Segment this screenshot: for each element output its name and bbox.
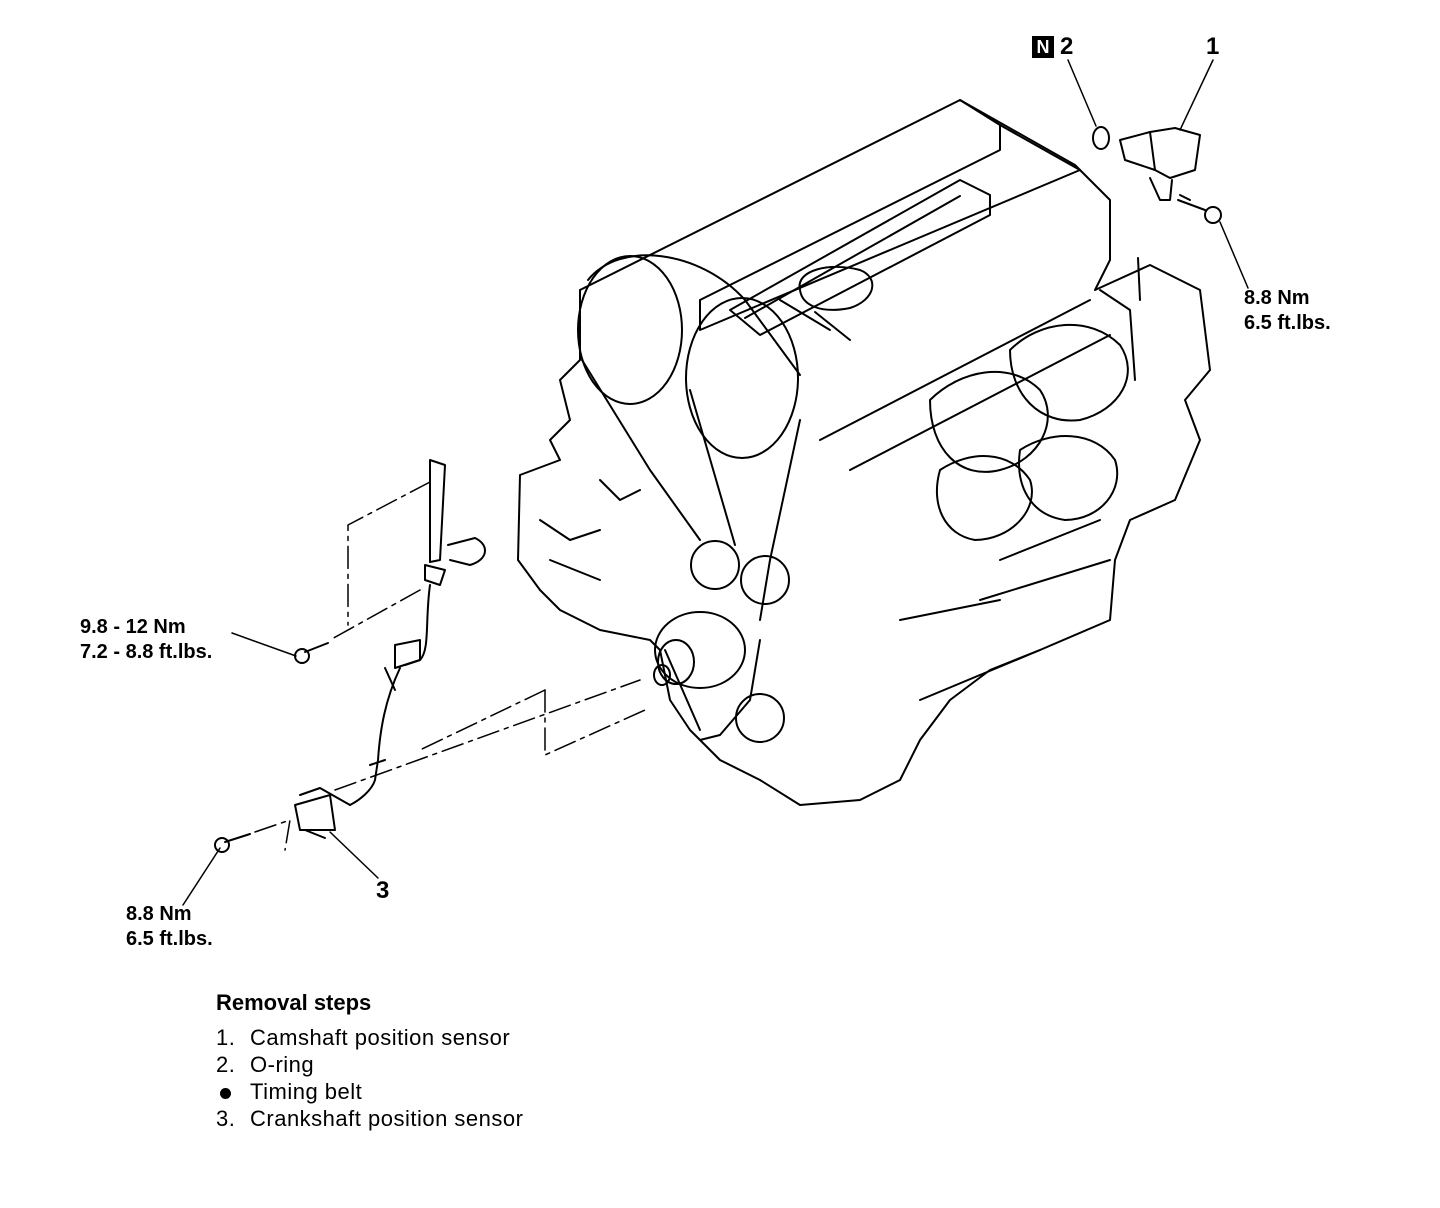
- step-marker: 1.: [216, 1025, 236, 1050]
- list-item: 3. Crankshaft position sensor: [216, 1105, 523, 1132]
- timing-belt-assembly: [577, 254, 801, 743]
- step-text: O-ring: [250, 1052, 315, 1077]
- leader-lines: [182, 59, 1249, 906]
- step-marker: 2.: [216, 1052, 236, 1077]
- bullet-icon: [216, 1078, 250, 1105]
- crank-bolt-torque-ft: 6.5 ft.lbs.: [126, 928, 213, 950]
- bracket-bolt: [294, 642, 329, 664]
- removal-steps-heading: Removal steps: [216, 990, 372, 1015]
- cam-bolt-torque-nm: 8.8 Nm: [1244, 287, 1310, 309]
- list-item: Timing belt: [216, 1078, 523, 1105]
- crank-sensor-bolt: [214, 833, 251, 853]
- cam-bolt-torque-ft: 6.5 ft.lbs.: [1244, 312, 1331, 334]
- camshaft-position-sensor: [1092, 126, 1222, 224]
- crankshaft-position-sensor: [294, 459, 486, 839]
- list-item: 2. O-ring: [216, 1051, 523, 1078]
- n-badge-icon: N: [1032, 36, 1054, 58]
- crank-bolt-torque-nm: 8.8 Nm: [126, 903, 192, 925]
- bracket-bolt-torque-ft: 7.2 - 8.8 ft.lbs.: [80, 641, 213, 663]
- removal-steps: Removal steps 1. Camshaft position senso…: [216, 990, 523, 1132]
- callout-1: 1: [1206, 33, 1220, 60]
- step-text: Camshaft position sensor: [250, 1025, 511, 1050]
- callout-2: 2: [1060, 33, 1074, 60]
- list-item: 1. Camshaft position sensor: [216, 1024, 523, 1051]
- step-text: Crankshaft position sensor: [250, 1106, 524, 1131]
- step-text: Timing belt: [250, 1079, 363, 1104]
- step-marker: 3.: [216, 1106, 236, 1131]
- engine-block: [517, 99, 1211, 806]
- bracket-bolt-torque-nm: 9.8 - 12 Nm: [80, 616, 186, 638]
- alignment-lines: [254, 481, 646, 851]
- callout-3: 3: [376, 877, 390, 904]
